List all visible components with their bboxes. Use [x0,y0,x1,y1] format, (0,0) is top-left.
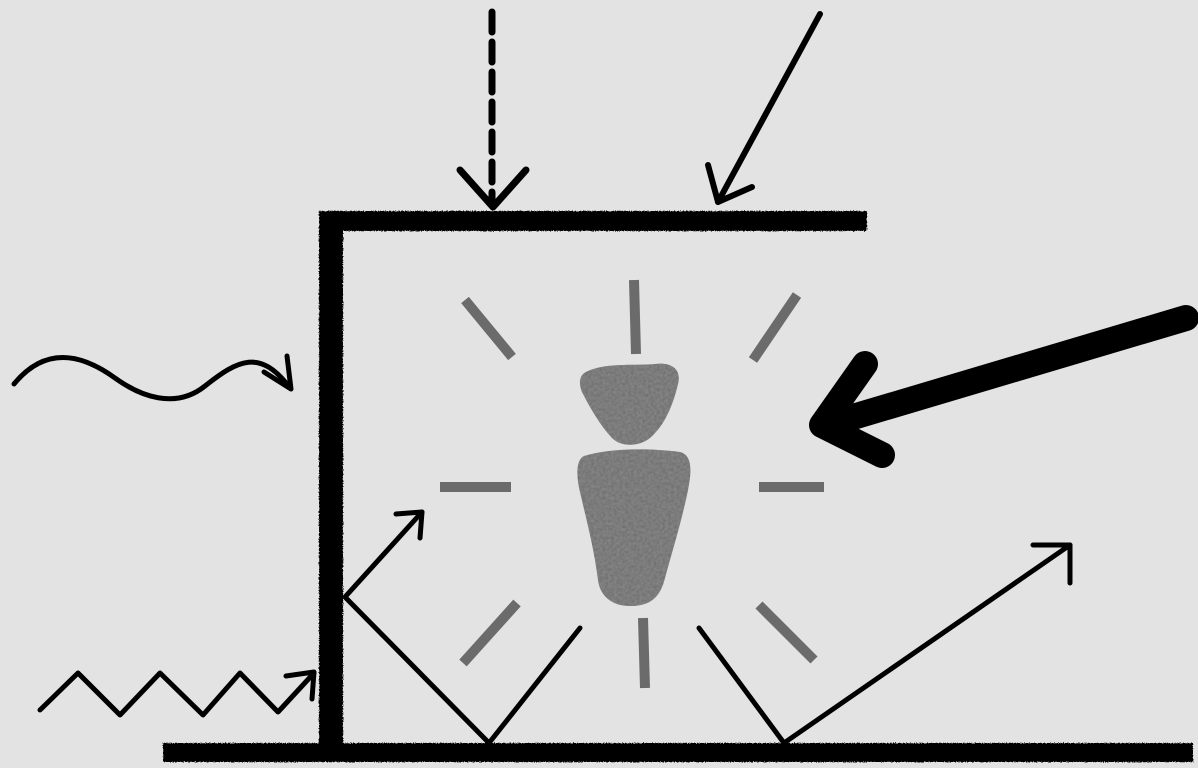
shelter-wall [319,212,343,752]
bounce-arrow-icon [342,509,1073,746]
glowing-figure-icon [577,363,691,606]
thick-diagonal-arrow-icon [809,305,1198,468]
glow-ray [748,292,802,363]
ground-line [163,743,1193,762]
glow-ray [629,279,641,355]
shelter-structure [163,211,1193,762]
zigzag-arrow-icon [37,669,317,718]
figure-body [577,449,691,606]
figure-head [579,363,679,445]
glow-ray [459,599,521,667]
diagonal-arrow-icon [705,11,823,205]
vertical-dashed-arrow-icon [456,8,530,211]
glow-ray [638,617,650,689]
wavy-arrow-icon [11,353,294,402]
shelter-roof [319,211,867,231]
glow-rays [440,279,824,689]
glow-ray [755,601,818,664]
glow-ray [461,296,516,361]
